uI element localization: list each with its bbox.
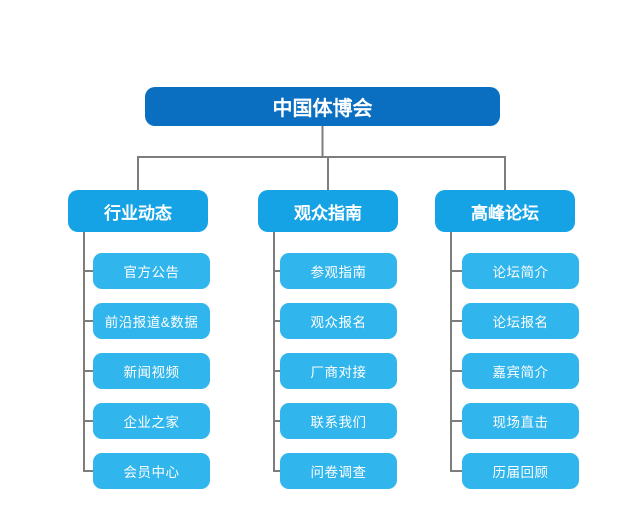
child-past-editions-review: 历届回顾 <box>462 453 579 489</box>
child-vendor-matching: 厂商对接 <box>280 353 397 389</box>
child-news-videos: 新闻视频 <box>93 353 210 389</box>
child-official-announcements: 官方公告 <box>93 253 210 289</box>
child-questionnaire-survey: 问卷调查 <box>280 453 397 489</box>
branch-visitor-guide: 观众指南 <box>258 190 398 232</box>
branch-industry-trends: 行业动态 <box>68 190 208 232</box>
root-node-china-sport-show: 中国体博会 <box>145 87 500 126</box>
child-guest-profiles: 嘉宾简介 <box>462 353 579 389</box>
child-live-coverage: 现场直击 <box>462 403 579 439</box>
child-forum-registration: 论坛报名 <box>462 303 579 339</box>
child-visit-guide: 参观指南 <box>280 253 397 289</box>
child-contact-us: 联系我们 <box>280 403 397 439</box>
child-enterprise-home: 企业之家 <box>93 403 210 439</box>
child-member-center: 会员中心 <box>93 453 210 489</box>
child-forum-introduction: 论坛简介 <box>462 253 579 289</box>
child-frontier-reports-data: 前沿报道&数据 <box>93 303 210 339</box>
child-visitor-registration: 观众报名 <box>280 303 397 339</box>
branch-summit-forum: 高峰论坛 <box>435 190 575 232</box>
